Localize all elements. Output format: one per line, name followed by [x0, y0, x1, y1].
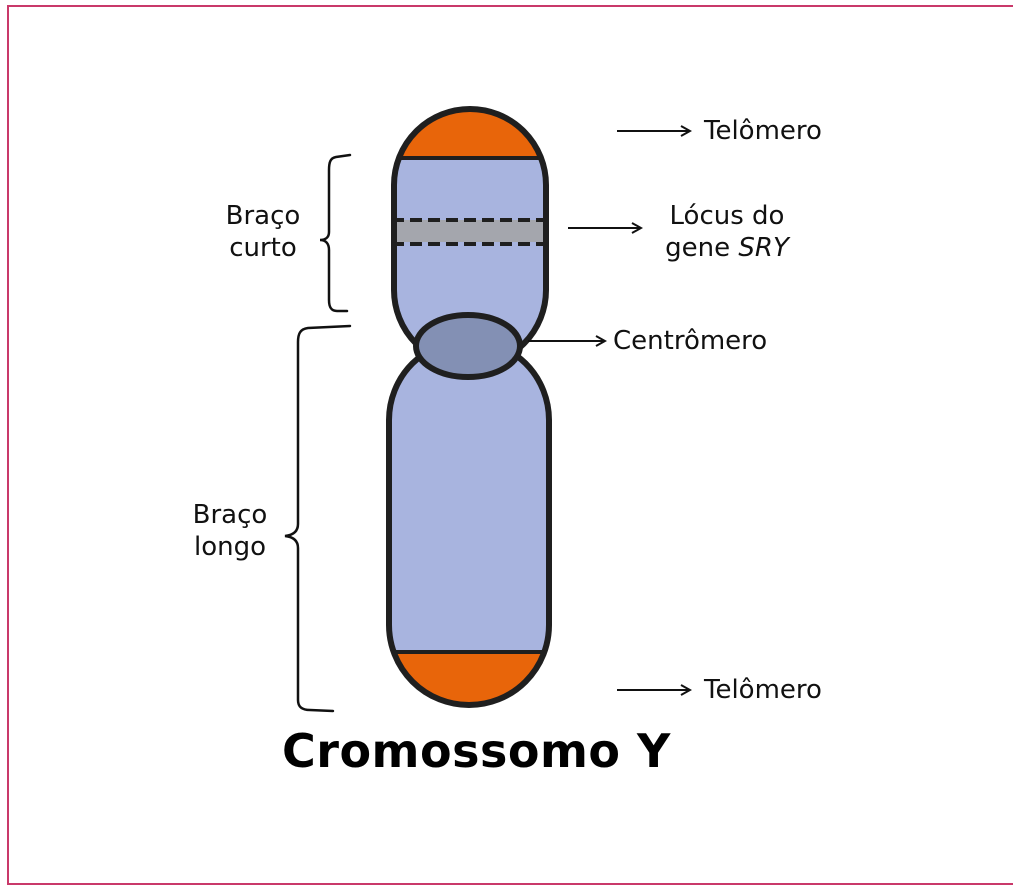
- short-arm-brace: [319, 153, 352, 313]
- long-arm: [386, 337, 552, 708]
- diagram-canvas: Telômero Lócus do gene SRY Centrômero Te…: [7, 5, 1013, 885]
- label-sry-locus: Lócus do gene SRY: [652, 200, 802, 264]
- sry-locus-band: [394, 220, 546, 242]
- label-long-arm-line1: Braço: [192, 500, 268, 530]
- centromere: [413, 312, 523, 380]
- long-arm-brace: [284, 324, 352, 713]
- diagram-title: Cromossomo Y: [282, 724, 671, 778]
- label-short-arm-line2: curto: [229, 233, 297, 263]
- chromosome-illustration: [284, 106, 1013, 713]
- label-sry-locus-line1: Lócus do: [669, 201, 785, 231]
- label-centromere: Centrômero: [613, 326, 768, 356]
- label-sry-gene-prefix: gene: [665, 233, 739, 263]
- label-short-arm: Braço curto: [213, 200, 313, 264]
- label-sry-locus-line2: gene SRY: [652, 232, 802, 264]
- label-long-arm: Braço longo: [180, 499, 280, 563]
- label-telomere-top: Telômero: [704, 116, 822, 146]
- label-sry-gene-name: SRY: [738, 233, 789, 263]
- label-telomere-bottom: Telômero: [704, 675, 822, 705]
- label-long-arm-line2: longo: [193, 532, 267, 562]
- label-short-arm-line1: Braço: [225, 201, 301, 231]
